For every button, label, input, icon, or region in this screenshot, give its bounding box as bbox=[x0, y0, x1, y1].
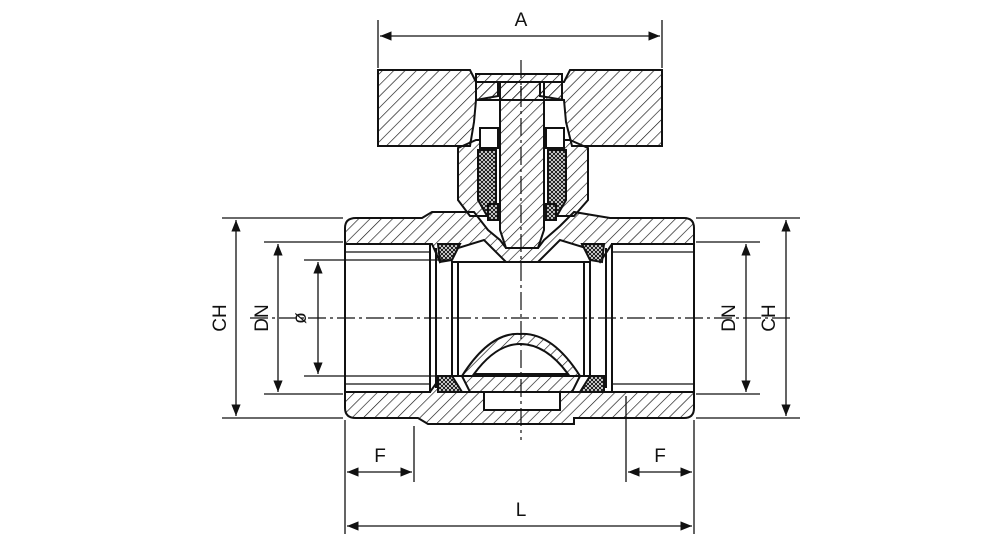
dim-label-bore: ø bbox=[290, 312, 311, 324]
extension-lines bbox=[222, 20, 800, 534]
dim-label-l: L bbox=[516, 500, 527, 521]
dim-label-f-left: F bbox=[374, 446, 386, 467]
dim-label-dn-right: DN bbox=[719, 304, 740, 331]
dim-label-ch-right: CH bbox=[759, 304, 780, 331]
ball-seats bbox=[436, 243, 606, 393]
dim-label-ch-left: CH bbox=[210, 304, 231, 331]
dim-label-dn-left: DN bbox=[252, 304, 273, 331]
dimension-lines bbox=[231, 31, 791, 531]
centre-lines bbox=[250, 60, 790, 440]
dim-label-f-right: F bbox=[654, 446, 666, 467]
valve-stem bbox=[487, 81, 557, 249]
dim-label-a: A bbox=[515, 10, 528, 31]
